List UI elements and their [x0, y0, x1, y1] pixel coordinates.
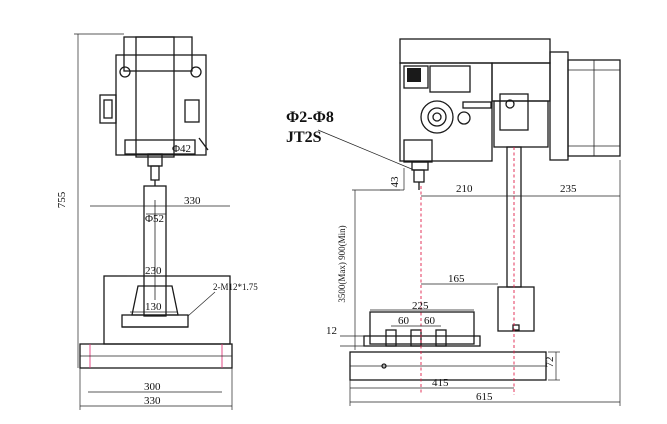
right-table-width: 225 — [412, 300, 429, 312]
right-motor-reach: 235 — [560, 183, 577, 195]
right-slot-pitch-1: 60 — [398, 315, 410, 327]
left-pedestal-inner: 130 — [145, 301, 162, 313]
left-base-width: 300 — [144, 381, 161, 393]
right-column-to-center: 165 — [448, 273, 465, 285]
right-spindle-nose: 43 — [389, 176, 401, 188]
right-view: Φ2-Φ8 JT2S 43 210 235 3500(Max) 900(Min)… — [286, 38, 621, 406]
right-height-range: 3500(Max) 900(Min) — [337, 225, 347, 302]
left-view: 755 Φ42 Φ52 330 230 2-M12*1.75 130 300 3… — [56, 33, 258, 410]
left-spindle-dia: Φ42 — [172, 143, 191, 155]
right-arm-reach: 210 — [456, 183, 473, 195]
right-base-width: 415 — [432, 377, 449, 389]
right-base-total: 615 — [476, 391, 493, 403]
right-slot-width: 12 — [326, 325, 337, 337]
right-base-height: 72 — [544, 357, 556, 368]
right-model: JT2S — [286, 129, 322, 146]
switch-knob — [407, 68, 421, 82]
right-tap-range: Φ2-Φ8 — [286, 109, 334, 126]
right-slot-pitch-2: 60 — [424, 315, 436, 327]
left-slot-note: 2-M12*1.75 — [213, 282, 258, 292]
left-pedestal-width: 230 — [145, 265, 162, 277]
left-column-offset: 330 — [184, 195, 201, 207]
left-column-dia: Φ52 — [145, 213, 164, 225]
left-base-total: 330 — [144, 395, 161, 407]
left-height-total: 755 — [56, 191, 68, 208]
